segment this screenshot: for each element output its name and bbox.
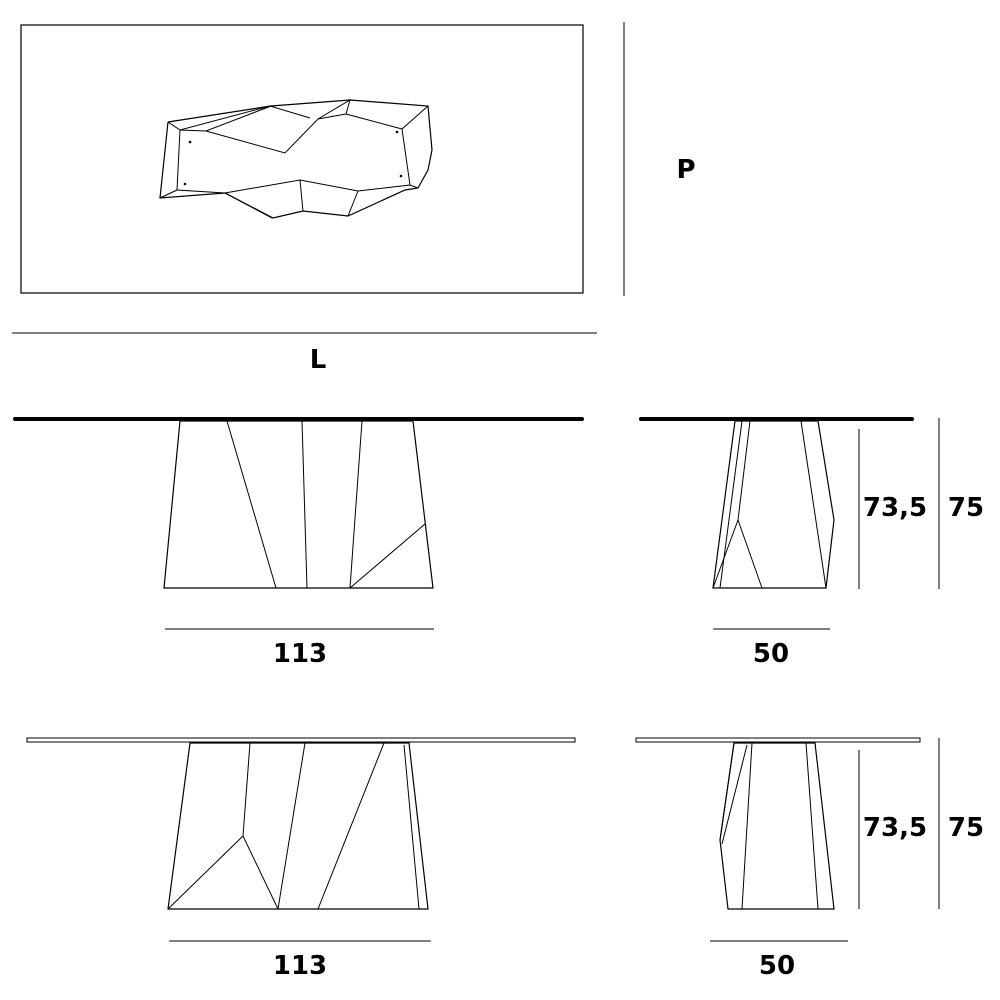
tabletop-outline — [20, 24, 584, 294]
front-view-1: 113 — [13, 417, 584, 669]
depth-label: P — [676, 155, 695, 185]
width-label: 113 — [273, 639, 327, 669]
base-elevation — [167, 742, 429, 910]
total-height-label: 75 — [948, 493, 984, 523]
base-height-label: 73,5 — [863, 813, 927, 843]
top-view: P L — [12, 22, 696, 375]
front-view-2: 113 — [26, 737, 576, 981]
width-label: 113 — [273, 951, 327, 981]
side-view-1: 50 73,5 75 — [639, 417, 984, 669]
width-label: 50 — [753, 639, 789, 669]
base-footprint — [159, 98, 433, 219]
width-label: 50 — [759, 951, 795, 981]
base-elevation — [719, 742, 835, 910]
base-height-label: 73,5 — [863, 493, 927, 523]
side-view-2: 50 73,5 75 — [635, 737, 984, 981]
glass-tabletop — [635, 737, 921, 743]
length-label: L — [310, 345, 327, 375]
base-elevation — [163, 420, 434, 589]
base-elevation — [712, 420, 835, 589]
glass-tabletop — [26, 737, 576, 743]
total-height-label: 75 — [948, 813, 984, 843]
